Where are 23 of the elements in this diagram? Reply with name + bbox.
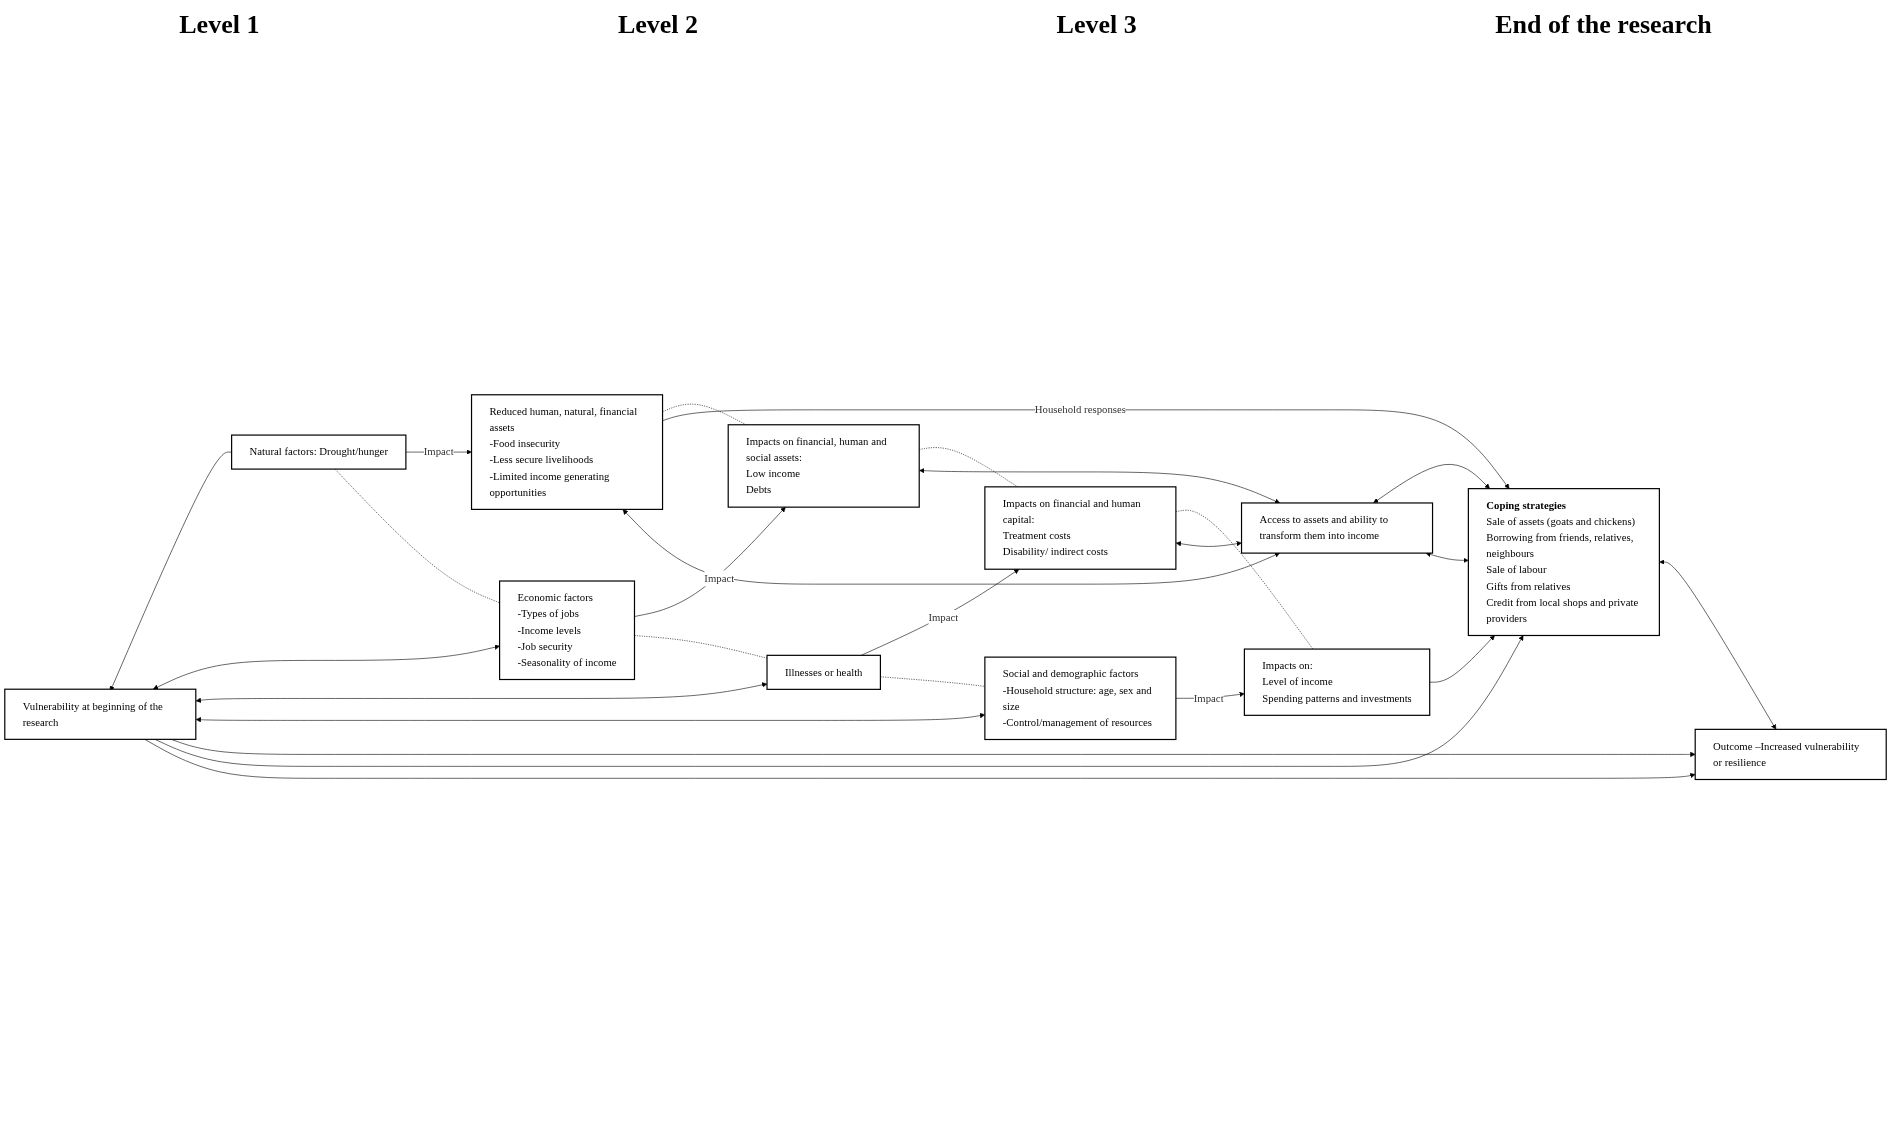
node-box: Impacts on: Level of income Spending patterns and investments [1243,648,1431,717]
node-box: Illnesses or health [766,655,881,691]
level-heading: Level 1 [179,10,260,40]
node-box: Natural factors: Drought/hunger [231,434,407,471]
level-heading: End of the research [1495,10,1712,40]
node-box: Social and demographic factors -Household structure: age, sex and size -Control/management of resources [984,656,1177,741]
edge-label: Household responses [1034,403,1126,416]
node-box: Impacts on financial and human capital: Treatment costs Disability/ indirect costs [984,486,1177,571]
connector [634,635,768,659]
level-heading: Level 3 [1056,10,1137,40]
level-heading: Level 2 [617,10,699,40]
connector [334,469,500,604]
edge-label: Impact [423,446,454,459]
node-box: Outcome –Increased vulnerability or resilience [1694,729,1887,781]
node-box: Economic factors -Types of jobs -Income levels -Job security -Seasonality of income [499,580,636,681]
node-box: Vulnerability at beginning of the research [4,688,197,741]
node-box: Impacts on financial, human and social assets: Low income Debts [727,424,920,509]
node-box: Coping strategies Sale of assets (goats and chickens) Borrowing from friends, relatives, neighbours Sale of labour Gifts from relatives Credit from local shops and private providers [1467,488,1660,637]
edge-label: Impact [704,572,735,585]
node-box: Access to assets and ability to transform them into income [1240,502,1434,555]
edge-label: Impact [1193,692,1224,705]
node-box: Reduced human, natural, financial assets -Food insecurity -Less secure livelihoods -Limited income generating opportunities [470,394,664,511]
edge-label: Impact [928,612,959,625]
